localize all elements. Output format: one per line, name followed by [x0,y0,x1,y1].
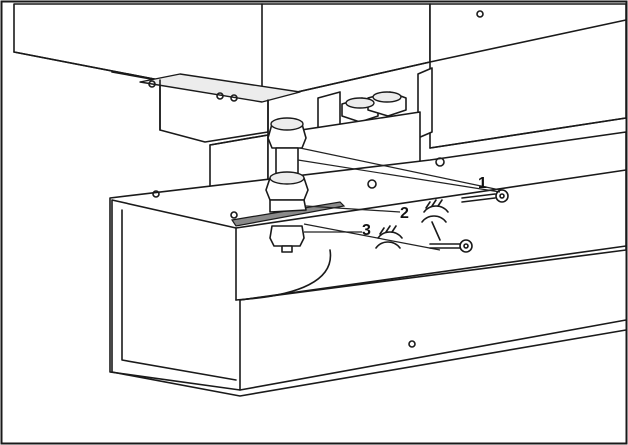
callout-3: 3 [362,222,371,239]
upper-bolts [341,91,407,123]
part-1-bolt [461,189,509,203]
channel-hole [408,340,416,348]
bolt-stack [265,117,309,253]
leader-lines [297,147,501,251]
part-3-washers [375,225,403,249]
callout-2: 2 [400,205,409,222]
part-2-washers [421,199,449,241]
part-3-bolt [429,239,473,253]
mounting-bracket [111,67,433,143]
callout-1: 1 [478,175,487,192]
beam-hole [476,10,484,18]
upper-beam [429,3,627,149]
